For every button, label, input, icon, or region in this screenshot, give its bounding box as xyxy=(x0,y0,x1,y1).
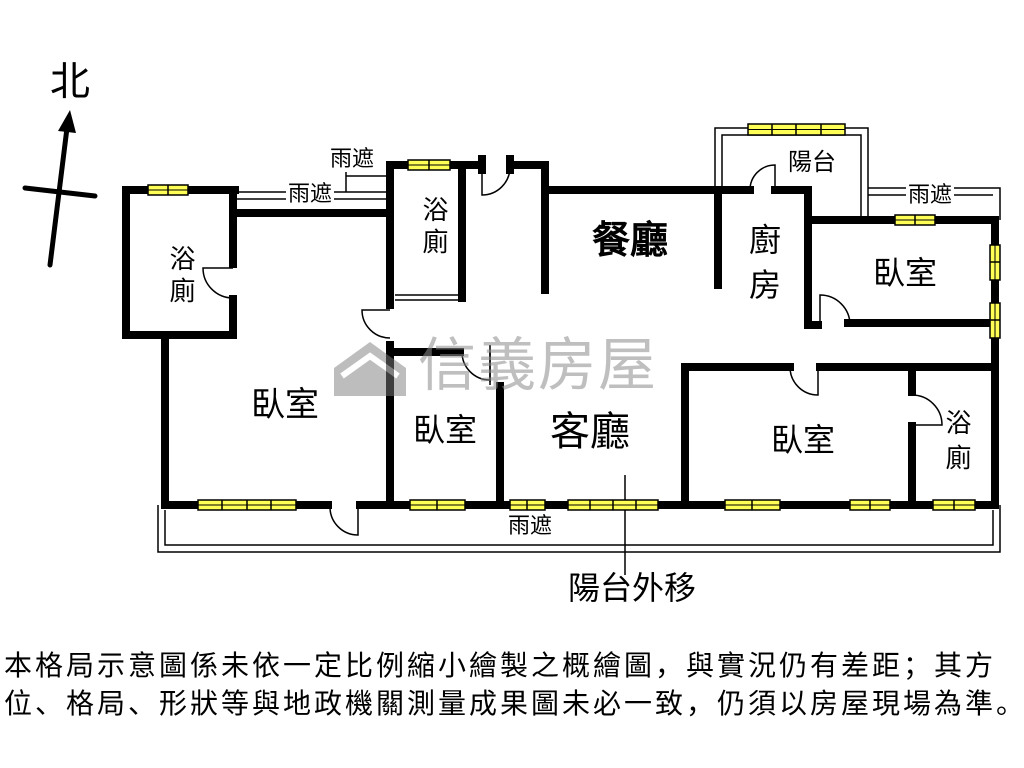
living-room-label: 客廳 xyxy=(550,409,630,455)
door-swing xyxy=(361,309,391,339)
door-swing xyxy=(202,267,234,299)
bedroom-left-label: 臥室 xyxy=(251,385,319,425)
canopy-label-right: 雨遮 xyxy=(905,183,955,208)
watermark-brand: 信義房屋 xyxy=(418,331,659,399)
window xyxy=(849,499,891,511)
door-swing xyxy=(819,294,851,326)
north-arrow-icon xyxy=(22,110,98,268)
window xyxy=(989,244,1001,281)
bathroom-middle-label: 浴廁 xyxy=(418,196,448,260)
disclaimer-line-1: 本格局示意圖係未依一定比例縮小繪製之概繪圖，與實況仍有差距；其方 xyxy=(4,649,997,682)
window xyxy=(567,499,659,511)
canopy-label-top: 雨遮 xyxy=(329,147,375,172)
bathroom-left-label: 浴廁 xyxy=(165,245,195,309)
walls xyxy=(122,155,999,509)
door-swing xyxy=(911,394,943,426)
window xyxy=(747,123,846,136)
bathroom-right-label: 浴廁 xyxy=(941,409,971,479)
balcony-label: 陽台 xyxy=(788,148,836,176)
door-swing xyxy=(329,505,359,536)
canopy-label-bottom: 雨遮 xyxy=(505,514,555,539)
bedroom-top-right-label: 臥室 xyxy=(872,254,938,292)
door-swing xyxy=(461,351,491,382)
bedroom-small-label: 臥室 xyxy=(412,411,478,449)
window xyxy=(932,499,976,511)
balcony-moved-note: 陽台外移 xyxy=(567,569,697,607)
door-swing xyxy=(789,366,819,396)
window xyxy=(894,214,936,226)
bedroom-right-label: 臥室 xyxy=(770,421,836,459)
watermark-house-icon xyxy=(334,342,406,396)
window xyxy=(197,499,297,511)
floor-plan xyxy=(22,110,1001,575)
window xyxy=(409,499,466,511)
north-label: 北 xyxy=(50,59,90,105)
door-swing xyxy=(749,164,776,191)
window xyxy=(407,159,451,171)
disclaimer-line-2: 位、格局、形狀等與地政機關測量成果圖未必一致，仍須以房屋現場為準。 xyxy=(4,687,1024,720)
doors xyxy=(202,164,943,536)
canopy-label-upper-left: 雨遮 xyxy=(285,182,335,207)
window xyxy=(509,499,546,511)
window xyxy=(147,184,189,196)
windows xyxy=(147,123,1001,511)
window xyxy=(724,499,781,511)
kitchen-label: 廚房 xyxy=(744,223,782,313)
window xyxy=(989,302,1001,339)
dining-room-label: 餐廳 xyxy=(591,218,669,262)
door-swing xyxy=(481,166,511,196)
